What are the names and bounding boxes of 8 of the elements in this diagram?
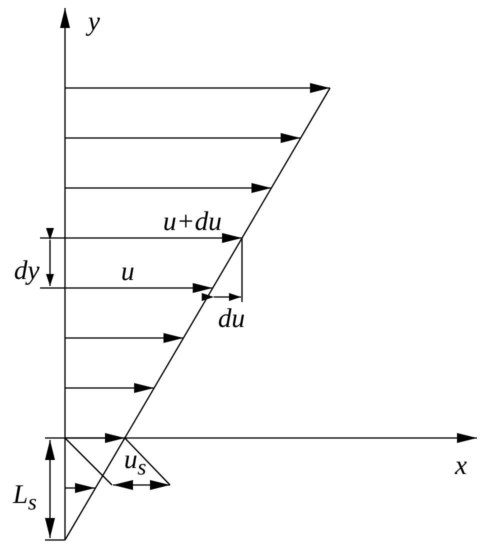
axis-label: x xyxy=(455,452,467,479)
velocity-label: u+du xyxy=(163,208,222,235)
dimension-label: du xyxy=(218,305,245,332)
axis-label: y xyxy=(88,8,100,35)
velocity-label: u$_{s}$ xyxy=(124,446,146,479)
dimension-label: dy xyxy=(14,257,40,284)
dimension-label: L$_{s}$ xyxy=(13,481,37,514)
velocity-label: u xyxy=(121,258,134,285)
